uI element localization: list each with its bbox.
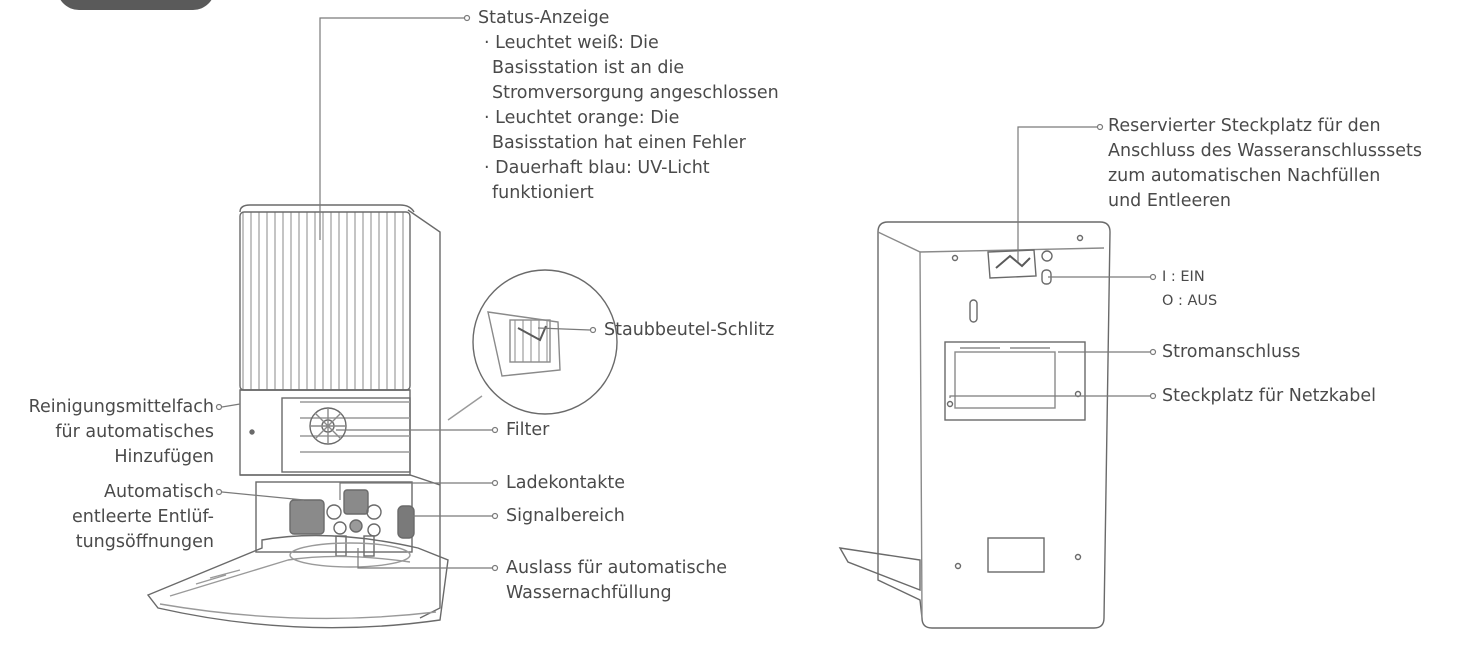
vents-label: Automatisch entleerte Entlüf- tungsöffnu… [72,482,214,552]
detergent-compartment-label: Reinigungsmittelfach für automatisches H… [28,397,214,467]
filter-label: Filter [506,420,550,440]
signal-window [397,505,415,539]
leader-cable-slot [949,395,1150,398]
rear-view-station [838,221,1111,629]
water-outlet-label: Auslass für automatische Wassernachfüllu… [506,558,728,603]
leader-lines [215,14,1157,572]
leader-reserved-slot [1017,126,1097,262]
front-view-station [146,204,618,629]
dust-bag-slot-label: Staubbeutel-Schlitz [604,320,775,340]
leader-dust-bag [537,327,591,331]
leader-charging [339,482,492,500]
leader-water-outlet [357,548,492,569]
charging-contacts-label: Ladekontakte [506,473,626,493]
power-port-label: Stromanschluss [1162,342,1301,362]
charging-contact-left [289,499,325,535]
dust-lid-ribs [239,211,411,391]
status-indicator-label: Status-Anzeige · Leuchtet weiß: Die Basi… [478,8,779,203]
power-switch-label: I : EIN O : AUS [1162,269,1218,309]
charging-contact-mid [343,489,369,515]
section-tab [57,0,215,10]
cable-slot-label: Steckplatz für Netzkabel [1162,386,1376,406]
rear-label-plate [987,537,1045,573]
power-compartment [944,341,1086,421]
rear-button [1041,250,1053,262]
signal-area-label: Signalbereich [506,506,625,526]
leader-status [319,17,465,240]
leader-vents [221,491,305,501]
reserved-slot [987,249,1037,279]
reserved-slot-label: Reservierter Steckplatz für den Anschlus… [1108,116,1423,211]
filter-compartment [281,397,411,473]
leader-detergent [221,403,241,408]
